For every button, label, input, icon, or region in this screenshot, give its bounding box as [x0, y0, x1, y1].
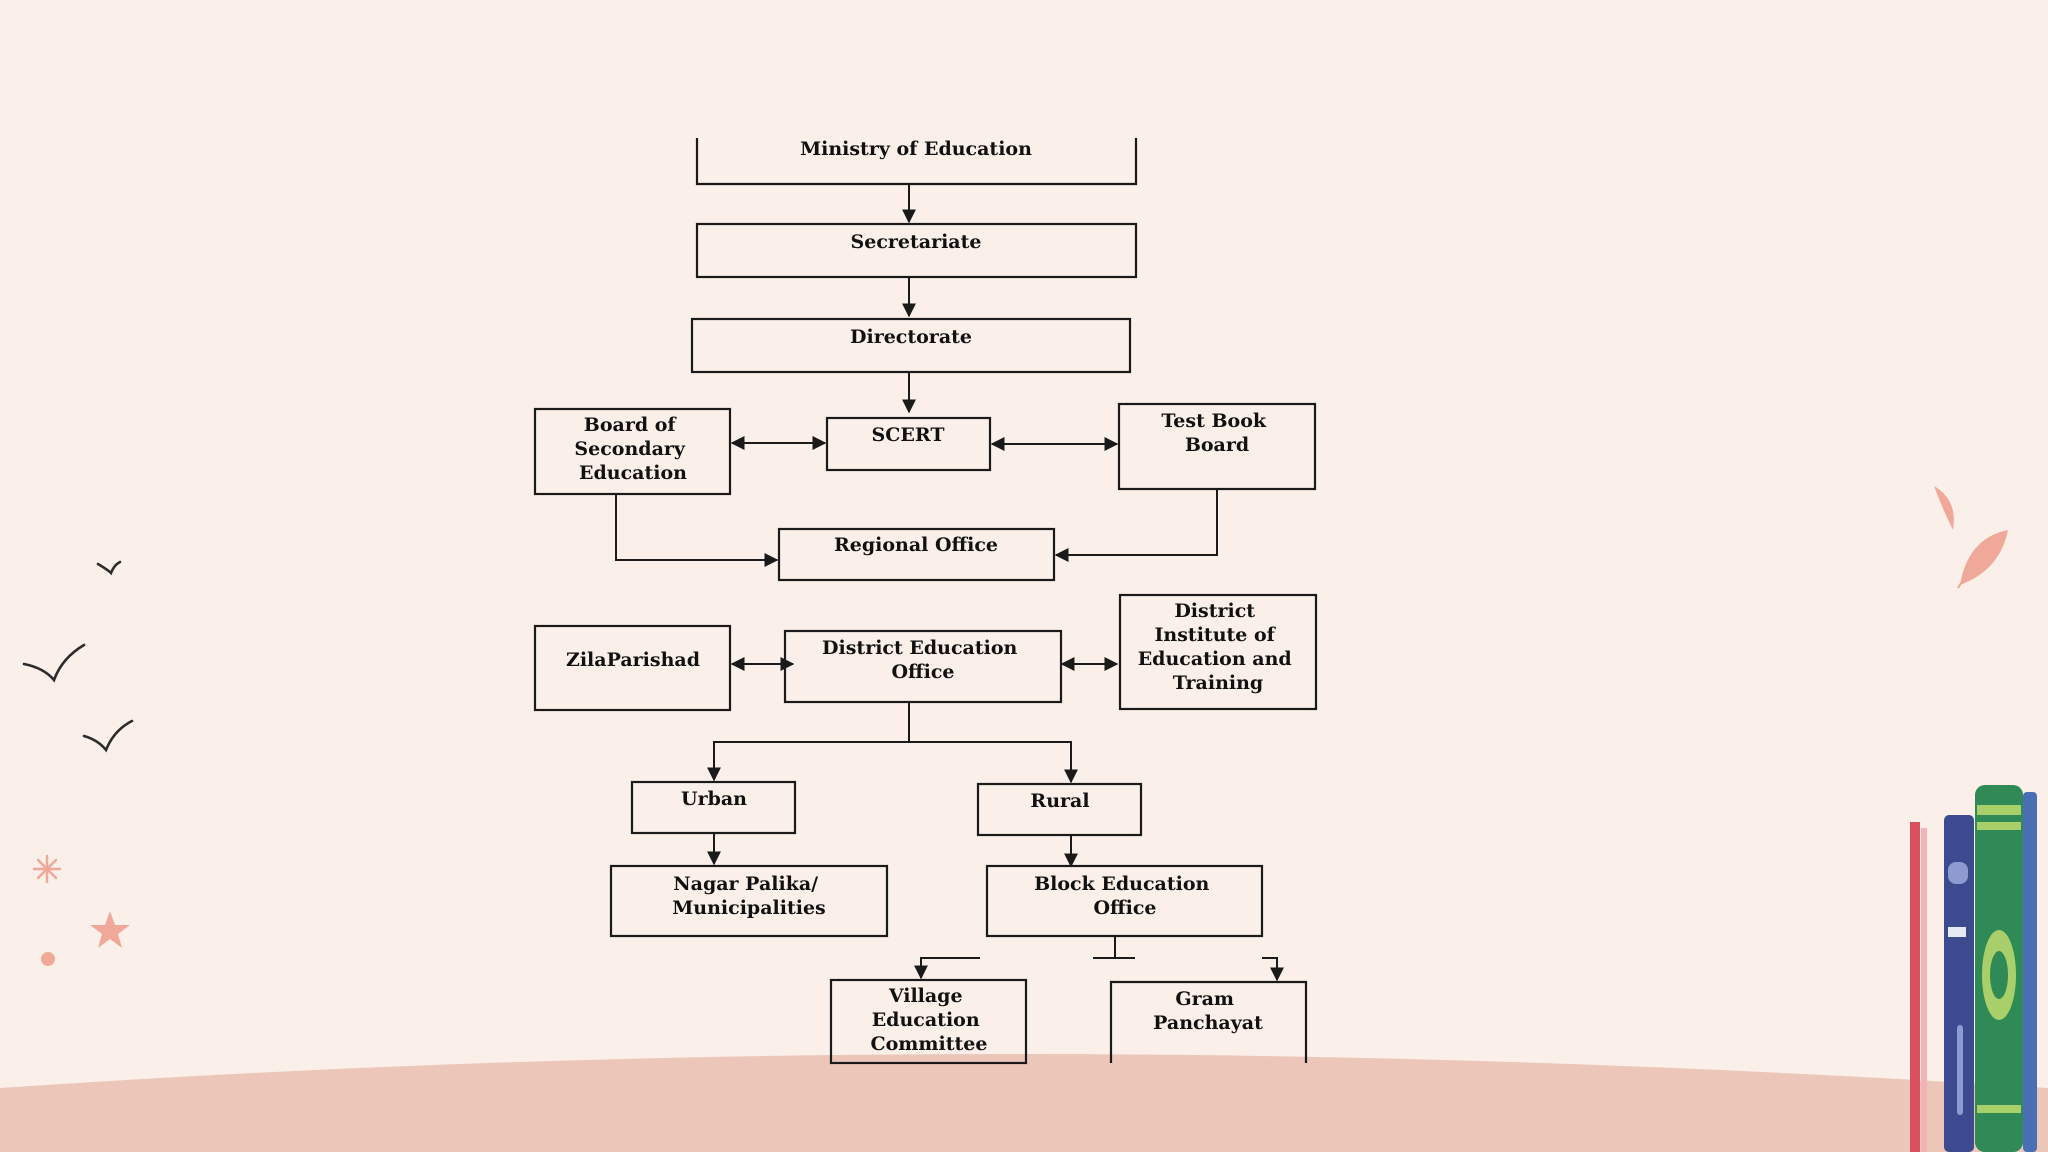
leaf-icon — [1934, 486, 1954, 530]
book-spine-pink — [1921, 828, 1927, 1152]
book-spine-navy — [1944, 815, 1974, 1152]
bird-icon — [82, 719, 134, 753]
node-tbb: Test Book Board — [1117, 402, 1317, 491]
node-box-scert — [825, 416, 992, 472]
right-decorations — [1934, 486, 2008, 589]
node-box-nagar — [609, 864, 889, 938]
book-band-navy — [1948, 862, 1968, 884]
edge-deo-urban — [707, 741, 909, 782]
node-gram: Gram Panchayat — [1109, 980, 1308, 1063]
node-box-secretariate — [695, 222, 1138, 279]
node-label-regional: Regional Office — [834, 534, 998, 556]
node-box-zila — [533, 624, 732, 712]
node-box-rural — [976, 782, 1143, 837]
node-label-beo: Block Education Office — [1034, 873, 1216, 919]
node-urban: Urban — [630, 780, 797, 835]
node-label-directorate: Directorate — [850, 326, 972, 348]
node-label-deo: District Education Office — [822, 637, 1024, 683]
node-label-nagar: Nagar Palika/ Municipalities — [672, 873, 825, 919]
node-label-zila: ZilaParishad — [566, 649, 700, 671]
node-rural: Rural — [976, 782, 1143, 837]
node-box-ministry — [695, 138, 1138, 186]
node-box-beo — [985, 864, 1264, 938]
node-box-diet — [1118, 593, 1318, 711]
book-emblem-inner — [1990, 951, 2008, 999]
node-label-vec: Village Education Committee — [871, 985, 988, 1055]
node-bse: Board of Secondary Education — [533, 407, 732, 496]
node-beo: Block Education Office — [985, 864, 1264, 938]
node-box-deo — [783, 629, 1063, 704]
bird-icon — [22, 643, 86, 683]
node-box-directorate — [690, 317, 1132, 374]
node-vec: Village Education Committee — [829, 978, 1028, 1065]
node-label-diet: District Institute of Education and Trai… — [1138, 600, 1299, 694]
edge-beo-gram — [1262, 957, 1284, 982]
node-nagar: Nagar Palika/ Municipalities — [609, 864, 889, 938]
left-decorations — [22, 560, 134, 966]
edge-beo-vec — [914, 957, 980, 980]
node-label-bse: Board of Secondary Education — [574, 414, 691, 484]
node-label-ministry: Ministry of Education — [800, 138, 1032, 160]
node-scert: SCERT — [825, 416, 992, 472]
node-box-tbb — [1117, 402, 1317, 491]
leaf-icon — [1960, 530, 2008, 585]
node-box-bse — [533, 407, 732, 496]
edge-tbb-regional — [1054, 489, 1218, 562]
diagram-nodes: Ministry of Education Secretariate Direc… — [533, 138, 1318, 1065]
node-label-tbb: Test Book Board — [1161, 410, 1272, 456]
node-box-regional — [777, 527, 1056, 582]
books-icon — [1910, 785, 2037, 1152]
node-box-urban — [630, 780, 797, 835]
node-regional: Regional Office — [777, 527, 1056, 582]
edge-bse-regional — [615, 494, 779, 567]
node-box-gram — [1109, 980, 1308, 1063]
diagram-edges — [615, 184, 1284, 982]
star-icon — [90, 911, 130, 948]
book-band-green-2 — [1977, 822, 2021, 830]
edge-deo-rural — [909, 741, 1078, 784]
node-ministry: Ministry of Education — [695, 138, 1138, 186]
node-label-secretariate: Secretariate — [851, 231, 982, 253]
book-spine-red — [1910, 822, 1920, 1152]
book-band-green-1 — [1977, 805, 2021, 815]
leaf-stem — [1957, 536, 2001, 589]
book-stripe-navy — [1957, 1025, 1963, 1115]
bird-icon — [96, 560, 122, 576]
ground-curve — [0, 1054, 2048, 1152]
node-secretariate: Secretariate — [695, 222, 1138, 279]
node-box-vec — [829, 978, 1028, 1065]
node-label-urban: Urban — [681, 788, 747, 810]
node-label-rural: Rural — [1030, 790, 1089, 812]
book-spine-blue — [2023, 792, 2037, 1152]
node-diet: District Institute of Education and Trai… — [1118, 593, 1318, 711]
node-deo: District Education Office — [783, 629, 1063, 704]
node-label-scert: SCERT — [872, 424, 945, 446]
node-zila: ZilaParishad — [533, 624, 732, 712]
dot-icon — [41, 952, 55, 966]
sparkle-icon — [32, 854, 62, 884]
node-directorate: Directorate — [690, 317, 1132, 374]
book-label-navy — [1948, 927, 1966, 937]
node-label-gram: Gram Panchayat — [1153, 988, 1263, 1034]
book-band-green-3 — [1977, 1105, 2021, 1113]
